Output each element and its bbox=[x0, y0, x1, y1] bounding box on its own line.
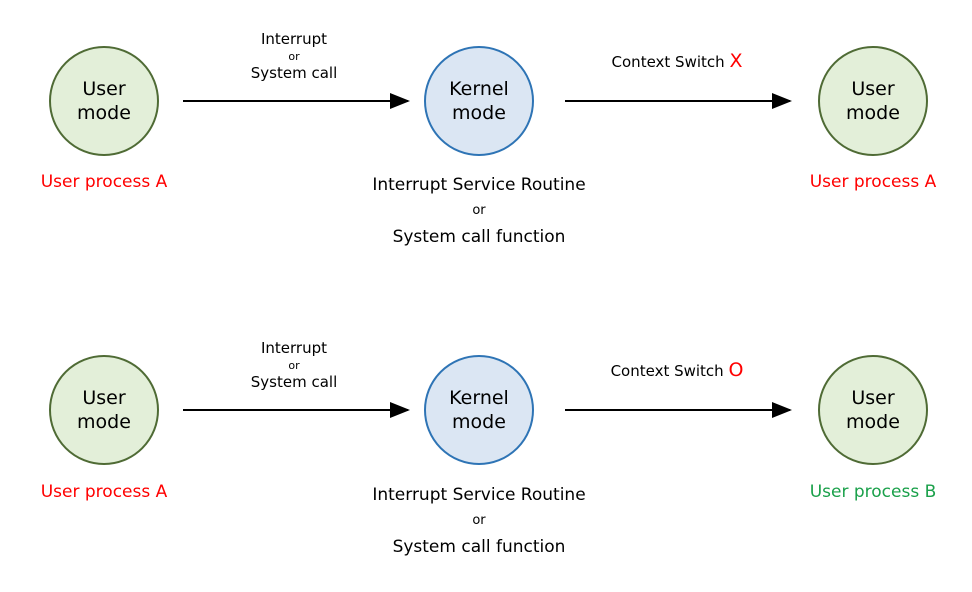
row1-user-mode-left: User mode bbox=[49, 46, 159, 156]
row2-arrow1-label: Interrupt or System call bbox=[251, 339, 337, 392]
circle-text: mode bbox=[846, 411, 900, 433]
row2-user-mode-left: User mode bbox=[49, 355, 159, 465]
row1-right-process-label: User process A bbox=[809, 172, 937, 192]
row2-user-mode-right: User mode bbox=[818, 355, 928, 465]
circle-text: mode bbox=[77, 411, 131, 433]
isr-line: Interrupt Service Routine bbox=[372, 485, 586, 505]
circle-text: User bbox=[82, 78, 126, 100]
arrow-label-line: or bbox=[288, 359, 300, 372]
circle-text: Kernel bbox=[449, 387, 509, 409]
circle-text: User bbox=[82, 387, 126, 409]
row2-left-process-label: User process A bbox=[40, 482, 168, 502]
row2-kernel-mode: Kernel mode bbox=[424, 355, 534, 465]
row1-user-mode-right: User mode bbox=[818, 46, 928, 156]
isr-line: or bbox=[472, 203, 486, 218]
row2-right-process-label: User process B bbox=[809, 482, 937, 502]
circle-text: mode bbox=[452, 102, 506, 124]
isr-line: Interrupt Service Routine bbox=[372, 175, 586, 195]
context-switch-text: Context Switch bbox=[610, 362, 724, 380]
circle-text: Kernel bbox=[449, 78, 509, 100]
arrow-label-line: System call bbox=[250, 373, 338, 391]
circle-text: mode bbox=[846, 102, 900, 124]
arrow-label-line: System call bbox=[250, 64, 338, 82]
context-switch-text: Context Switch bbox=[611, 53, 725, 71]
row1-kernel-mode: Kernel mode bbox=[424, 46, 534, 156]
row2-isr-label: Interrupt Service Routine or System call… bbox=[372, 482, 585, 560]
circle-text: User bbox=[851, 387, 895, 409]
isr-line: System call function bbox=[392, 227, 566, 247]
context-switch-mark: X bbox=[729, 50, 743, 72]
isr-line: System call function bbox=[392, 537, 566, 557]
row1-left-process-label: User process A bbox=[40, 172, 168, 192]
circle-text: mode bbox=[452, 411, 506, 433]
row1-arrow1-label: Interrupt or System call bbox=[251, 30, 337, 83]
arrow-label-line: Interrupt bbox=[260, 30, 328, 48]
row2-context-switch-label: Context Switch O bbox=[611, 359, 744, 381]
row1-context-switch-label: Context Switch X bbox=[612, 50, 743, 72]
circle-text: mode bbox=[77, 102, 131, 124]
row1-isr-label: Interrupt Service Routine or System call… bbox=[372, 172, 585, 250]
circle-text: User bbox=[851, 78, 895, 100]
arrow-label-line: or bbox=[288, 50, 300, 63]
arrow-label-line: Interrupt bbox=[260, 339, 328, 357]
context-switch-mark: O bbox=[728, 359, 744, 381]
isr-line: or bbox=[472, 513, 486, 528]
